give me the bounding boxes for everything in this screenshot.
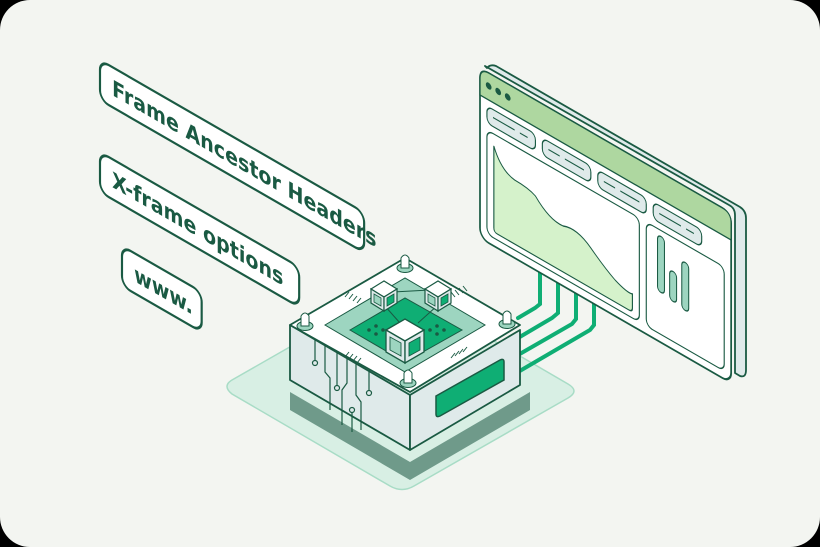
connector-cables [516,260,596,374]
pin-bottom [399,369,417,388]
server-shadow [290,392,530,480]
status-display [435,358,505,418]
window-dot-3 [504,93,511,101]
window-dot-2 [495,87,502,96]
browser-titlebar [479,70,732,242]
bar-chart-panel [645,223,725,370]
area-chart-panel [486,131,640,321]
window-dot-1 [485,82,492,90]
cube-large-center [384,318,426,365]
pin-right [498,310,516,329]
label-www: www. [120,248,203,330]
circuit-dots [367,324,446,336]
cube-small-left [369,280,399,313]
label-frame-ancestor-headers: Frame Ancestor Headers [98,62,377,254]
server-module [289,254,521,451]
nav-pills [486,107,703,246]
pin-top [396,254,414,273]
browser-window [479,64,747,381]
label-text: Frame Ancestor Headers [112,76,376,254]
cube-small-right [423,280,453,313]
circuit-traces [311,340,373,432]
vent-marks [344,285,468,364]
pin-left [296,312,314,331]
